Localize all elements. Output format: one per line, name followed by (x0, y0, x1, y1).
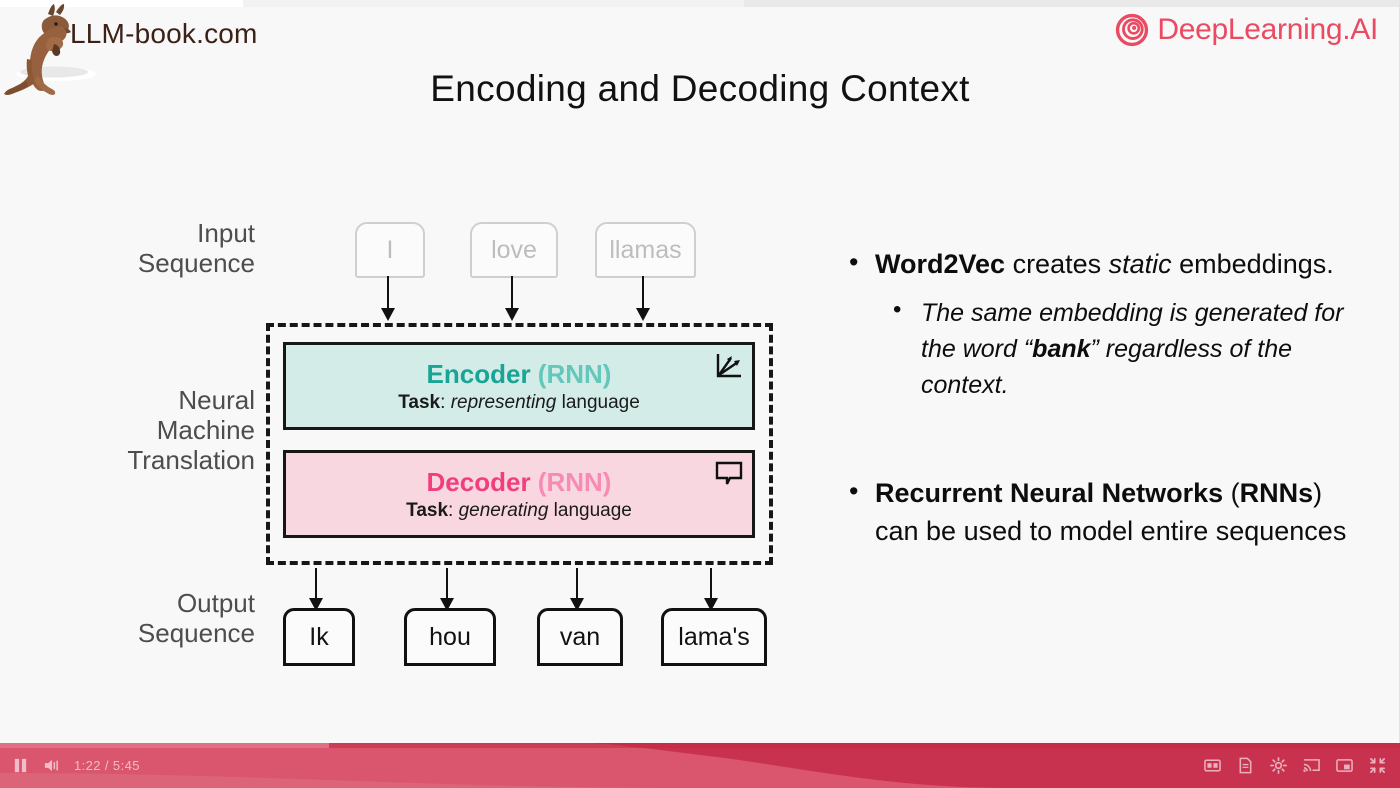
player-left-controls: 1:22 / 5:45 (12, 743, 140, 788)
input-sequence-label: Input Sequence (137, 218, 255, 279)
input-arrow (505, 276, 519, 321)
bullet-item-word2vec: Word2Vec creates static embeddings. (845, 244, 1365, 283)
output-token: hou (404, 608, 496, 666)
output-token: lama's (661, 608, 767, 666)
output-arrow (704, 568, 718, 611)
output-arrow (309, 568, 323, 611)
input-arrow (381, 276, 395, 321)
deeplearning-logo[interactable]: DeepLearning.AI (1115, 8, 1378, 52)
vector-axes-icon (716, 354, 741, 378)
deeplearning-spiral-icon (1116, 13, 1149, 47)
bullet-item-rnn: Recurrent Neural Networks (RNNs) can be … (845, 473, 1365, 550)
transcript-icon[interactable] (1237, 757, 1254, 774)
captions-icon[interactable] (1204, 757, 1221, 774)
decoder-block[interactable]: Decoder (RNN) Task: generating language (283, 450, 755, 538)
player-right-controls (1204, 743, 1386, 788)
output-arrow (570, 568, 584, 611)
nmt-container (266, 323, 773, 565)
output-sequence-label: Output Sequence (137, 588, 255, 649)
bullet-subitem-bank: The same embedding is generated for the … (845, 293, 1365, 403)
input-arrow (636, 276, 650, 321)
output-arrow (440, 568, 454, 611)
output-token: Ik (283, 608, 355, 666)
input-token: I (355, 222, 425, 278)
collapse-icon[interactable] (1369, 757, 1386, 774)
time-display: 1:22 / 5:45 (74, 758, 140, 773)
output-token: van (537, 608, 623, 666)
input-token: love (470, 222, 558, 278)
speech-bubble-icon (715, 461, 743, 485)
bullet-list: Word2Vec creates static embeddings. The … (845, 244, 1365, 560)
progress-track[interactable] (0, 743, 1400, 748)
nmt-diagram: Input Sequence Neural Machine Translatio… (0, 200, 800, 690)
llm-book-logo[interactable]: LLM-book.com (0, 0, 330, 108)
encoder-task: Task: representing language (398, 391, 640, 413)
decoder-task: Task: generating language (406, 499, 632, 521)
gear-icon[interactable] (1270, 757, 1287, 774)
kangaroo-logo-icon (4, 4, 96, 95)
slide-canvas: LLM-book.com DeepLearning.AI Encoding an… (0, 0, 1400, 745)
bullet-spacer (845, 403, 1365, 475)
picture-in-picture-icon[interactable] (1336, 757, 1353, 774)
volume-icon[interactable] (43, 757, 60, 774)
encoder-block[interactable]: Encoder (RNN) Task: representing languag… (283, 342, 755, 430)
neural-machine-translation-label: Neural Machine Translation (127, 385, 255, 476)
pause-icon[interactable] (12, 757, 29, 774)
video-player-bar[interactable]: 1:22 / 5:45 (0, 743, 1400, 788)
input-token: llamas (595, 222, 696, 278)
decoder-title: Decoder (RNN) (426, 466, 612, 497)
page-title: Encoding and Decoding Context (430, 68, 970, 109)
llm-book-label: LLM-book.com (70, 18, 258, 49)
player-wave-decoration (0, 743, 1400, 788)
progress-fill (0, 743, 329, 748)
deeplearning-label: DeepLearning.AI (1157, 13, 1378, 46)
window-top-strip (0, 0, 1400, 7)
cast-icon[interactable] (1303, 757, 1320, 774)
encoder-title: Encoder (RNN) (426, 358, 612, 389)
